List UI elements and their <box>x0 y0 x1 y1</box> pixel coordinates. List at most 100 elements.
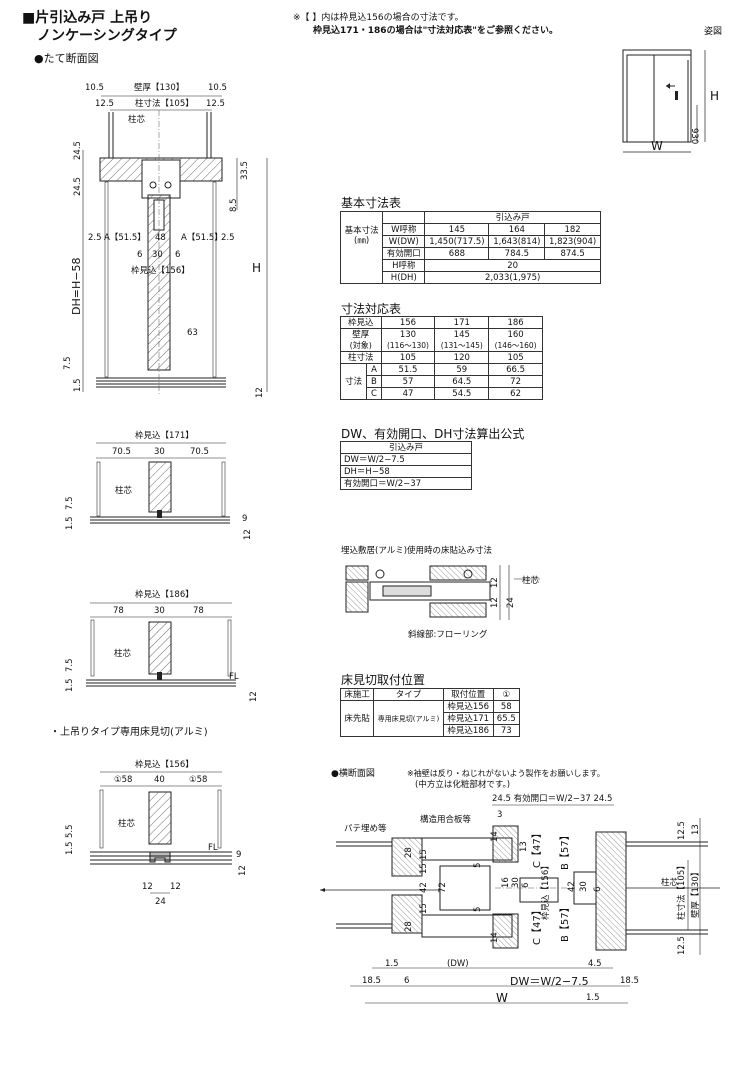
dim-7-5-171: 7.5 <box>65 496 75 510</box>
frame-depth-label-171: 枠見込【171】 <box>135 430 194 441</box>
table-cell: 164 <box>488 223 546 236</box>
plywood-label: 構造用合板等 <box>420 814 472 825</box>
hsec-pillar-label: 柱寸法【105】 <box>676 861 687 920</box>
flush-sill-detail: 埋込敷居(アルミ)使用時の床貼込み寸法 12 12 24 柱芯 斜線部:フローリ… <box>341 545 540 640</box>
table-cell: 柱寸法 <box>340 351 382 364</box>
table-cell: ① <box>492 688 521 701</box>
table-cell: H(DH) <box>382 271 426 284</box>
table-cell <box>382 211 426 224</box>
table-cell: 1,643(814) <box>488 235 546 248</box>
dim-h: H <box>252 261 261 275</box>
door-panel-186 <box>148 621 172 675</box>
table-cell: B <box>366 375 382 388</box>
elevation-panel-right <box>653 54 692 143</box>
table-cell: A <box>366 363 382 376</box>
table-cell: DW＝W/2−7.5 <box>340 453 472 466</box>
table-cell: (対象) <box>340 340 382 352</box>
hsec-dim-15-a: 15 <box>419 849 429 860</box>
hsec-dw-label: (DW) <box>447 959 469 969</box>
dim-c58-left: ①58 <box>114 775 132 785</box>
table-cell: 145 <box>434 328 490 340</box>
dim-dh: DH=H−58 <box>70 258 83 315</box>
dim-7-5-186: 7.5 <box>65 658 75 672</box>
table-cell: 基本寸法(㎜) <box>339 211 384 260</box>
table-cell: 床施工 <box>339 688 375 701</box>
formula-table: 引込み戸 DW＝W/2−7.5 DH＝H−58 有効開口＝W/2−37 <box>340 441 472 490</box>
table-cell: 105 <box>380 351 436 364</box>
table-cell: 171 <box>434 316 490 329</box>
center-label: 柱芯 <box>128 114 146 125</box>
dim-wall: 壁厚【130】 <box>134 82 184 93</box>
table-cell: (131〜145) <box>434 340 490 352</box>
table-cell: 145 <box>424 223 490 236</box>
table-cell: 688 <box>424 247 490 260</box>
stop-top <box>492 825 519 863</box>
vertical-section-186: 枠見込【186】 78 30 78 柱芯 FL 7.5 1.5 12 <box>65 589 259 702</box>
horizontal-section: ●横断面図 ※袖壁は反り・ねじれがないよう製作をお願いします。 (中方立は化粧部… <box>320 767 720 1005</box>
hsec-dim-18-5-left: 18.5 <box>362 976 381 986</box>
hsec-dim-16: 16 <box>501 877 511 888</box>
dim-30-171: 30 <box>154 447 165 457</box>
dim-6-left: 6 <box>137 250 142 260</box>
table-cell <box>339 259 384 272</box>
table-cell: 引込み戸 <box>424 211 601 224</box>
hsec-top-dim: 24.5 有効開口＝W/2−37 24.5 <box>492 793 612 804</box>
note-line-1: ※【 】内は枠見込156の場合の寸法です。 <box>293 13 464 23</box>
table-cell: 72 <box>488 375 543 388</box>
flush-title: 埋込敷居(アルミ)使用時の床貼込み寸法 <box>341 545 492 556</box>
frame-depth-label: 枠見込【156】 <box>131 265 190 276</box>
flush-floor-label: 斜線部:フローリング <box>408 629 488 640</box>
table-cell: 床先貼 <box>339 700 375 737</box>
mikiri-title: 床見切取付位置 <box>341 673 426 687</box>
dim-9-171: 9 <box>242 514 247 524</box>
table-cell: 120 <box>434 351 490 364</box>
table-cell: W呼称 <box>382 223 426 236</box>
flush-dim-24: 24 <box>506 597 516 608</box>
dim-24-5-b: 24.5 <box>73 177 83 196</box>
table-cell: 65.5 <box>492 712 521 725</box>
hsec-dim-3: 3 <box>497 810 502 820</box>
vertical-section-171: 枠見込【171】 70.5 30 70.5 柱芯 7.5 1.5 9 12 <box>65 430 253 540</box>
dim-24-5-a: 24.5 <box>73 141 83 160</box>
hsec-dim-72: 72 <box>438 882 448 893</box>
elevation-frame <box>622 49 692 143</box>
table-cell: 枠見込156 <box>442 700 494 713</box>
dim-12-5-left: 12.5 <box>95 99 114 109</box>
table-cell-text: (㎜) <box>354 235 370 246</box>
table-cell: 64.5 <box>434 375 490 388</box>
frame-depth-label-alu: 枠見込【156】 <box>135 759 194 770</box>
table-row: (対象)(116〜130)(131〜145)(146〜160) <box>340 340 543 352</box>
dim-pillar: 柱寸法【105】 <box>135 98 194 109</box>
frame-depth-label-186: 枠見込【186】 <box>135 589 194 600</box>
dim-1-5: 1.5 <box>73 378 83 392</box>
hanging-rail <box>141 159 181 199</box>
hsec-dim-13: 13 <box>519 841 529 852</box>
dim-30-186: 30 <box>154 606 165 616</box>
elevation-view: W H 930 <box>622 49 719 153</box>
dim-5-5-alu: 5.5 <box>65 824 75 838</box>
table-cell: 専用床見切(アルミ) <box>373 700 444 737</box>
door-edge <box>519 877 559 903</box>
dim-a-right: A【51.5】 <box>181 233 223 243</box>
table-cell: (116〜130) <box>380 340 436 352</box>
dim-63: 63 <box>187 328 198 338</box>
dim-24-alu: 24 <box>155 897 166 907</box>
table-cell: 枠見込171 <box>442 712 494 725</box>
hsec-title: ●横断面図 <box>331 767 375 779</box>
basic-table-title: 基本寸法表 <box>341 196 402 210</box>
table-cell: 51.5 <box>380 363 436 376</box>
hsec-frame-label: 枠見込【156】 <box>540 861 551 920</box>
pillar-right <box>595 831 627 951</box>
hsec-dim-4-5: 4.5 <box>588 959 602 969</box>
table-row: 引込み戸 <box>340 441 472 454</box>
dim-33-5: 33.5 <box>240 161 250 180</box>
table-cell: 58 <box>492 700 521 713</box>
hsec-dim-18-5-right: 18.5 <box>620 976 639 986</box>
